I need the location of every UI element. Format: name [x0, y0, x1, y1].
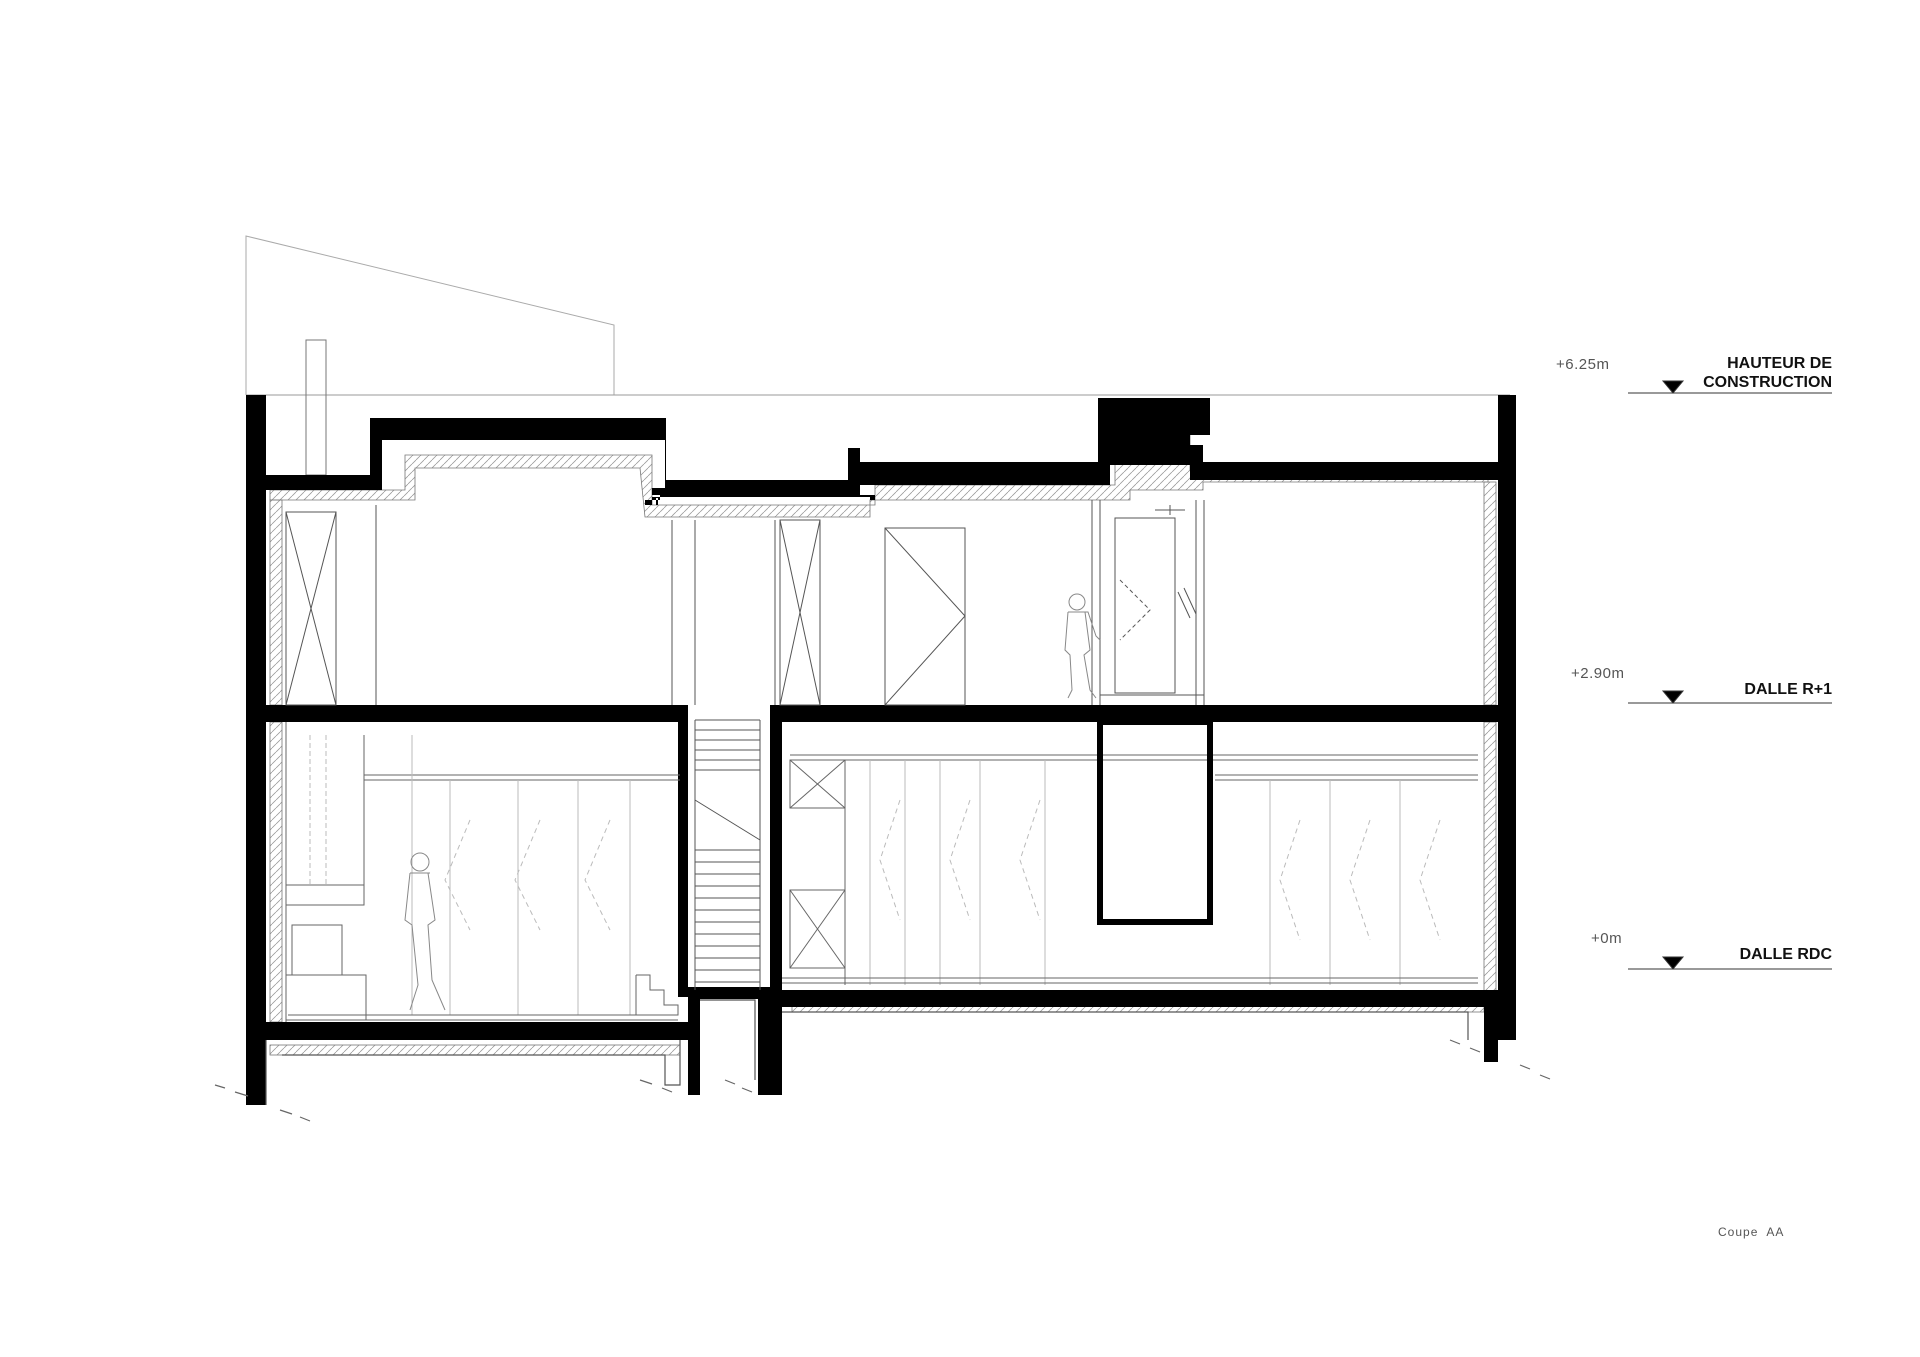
insulation — [269, 434, 1497, 1056]
drawing-caption: Coupe AA — [1718, 1225, 1785, 1239]
lower-floor-right-details — [782, 719, 1478, 985]
person-figure-upper — [1064, 593, 1101, 699]
structure — [246, 395, 1516, 1105]
upper-floor-details — [285, 500, 1205, 706]
level-name-roof: HAUTEUR DE CONSTRUCTION — [1660, 354, 1832, 392]
stair — [694, 719, 761, 990]
level-name-r1: DALLE R+1 — [1744, 681, 1832, 698]
level-name-roof-line2: CONSTRUCTION — [1703, 374, 1832, 391]
foundations — [265, 999, 1469, 1105]
chimney — [305, 339, 327, 476]
level-value-roof: +6.25m — [1556, 356, 1610, 373]
ground-lines — [214, 1039, 1551, 1122]
lower-floor-left-details — [285, 722, 680, 1022]
level-name-roof-line1: HAUTEUR DE — [1727, 355, 1832, 372]
level-value-rdc: +0m — [1591, 930, 1623, 947]
neighbour-gable-outline — [245, 235, 615, 395]
person-figure-lower — [404, 852, 446, 1011]
level-name-rdc: DALLE RDC — [1739, 946, 1832, 963]
level-value-r1: +2.90m — [1571, 665, 1625, 682]
level-markers — [1628, 380, 1832, 970]
